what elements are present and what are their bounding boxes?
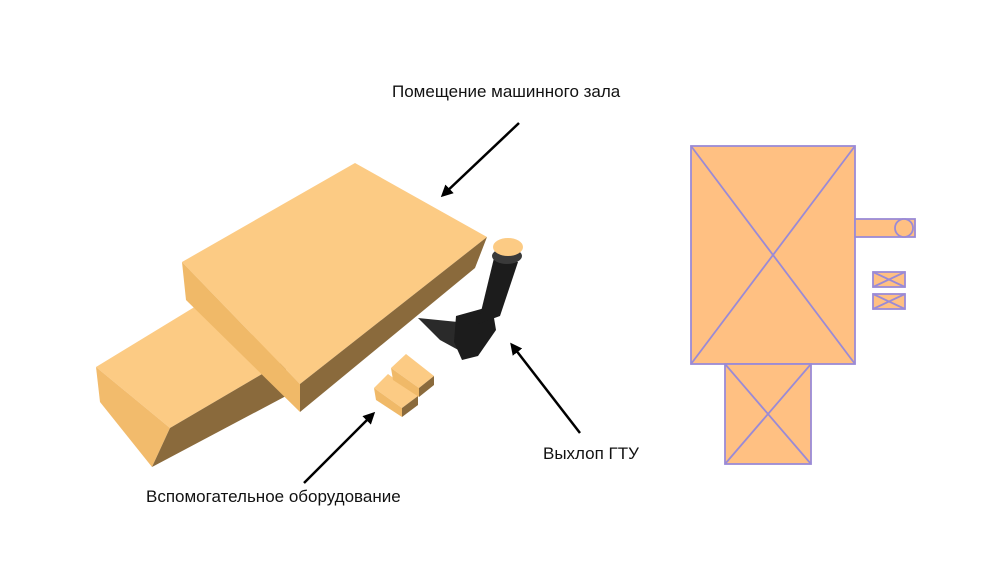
plan-machine-hall [690,145,856,365]
machine-hall-label: Помещение машинного зала [392,82,621,101]
annex-right-side [152,360,286,467]
plan-view [690,145,916,465]
plan-exhaust [854,218,916,238]
annex-front-side [96,367,170,467]
aux-block-2-side [419,376,434,397]
aux-equipment-blocks [374,354,434,417]
aux-block-1-side [402,396,418,417]
hall-top [182,163,487,384]
arrow-gtu-exhaust [510,342,581,434]
gtu-exhaust-label: Выхлоп ГТУ [543,444,639,463]
exhaust-stack-cap [493,238,523,256]
gtu-exhaust-stack [418,238,523,360]
plan-aux-1 [872,271,906,288]
exhaust-vertical-stack [478,258,518,324]
aux-block-2-top [391,354,434,388]
machine-hall-block [182,163,487,412]
aux-block-1-top [374,374,418,408]
arrow-aux-equipment [303,411,376,484]
plan-annex [724,363,812,465]
hall-left-side [182,262,300,412]
exhaust-horizontal-duct [418,318,466,352]
aux-equipment-label: Вспомогательное оборудование [146,487,401,506]
aux-block-2-front [391,368,419,397]
plan-aux-2 [872,293,906,310]
aux-block-1-front [374,388,402,417]
arrow-machine-hall [440,122,520,198]
iso-view [96,122,581,484]
hall-right-side [300,237,487,412]
